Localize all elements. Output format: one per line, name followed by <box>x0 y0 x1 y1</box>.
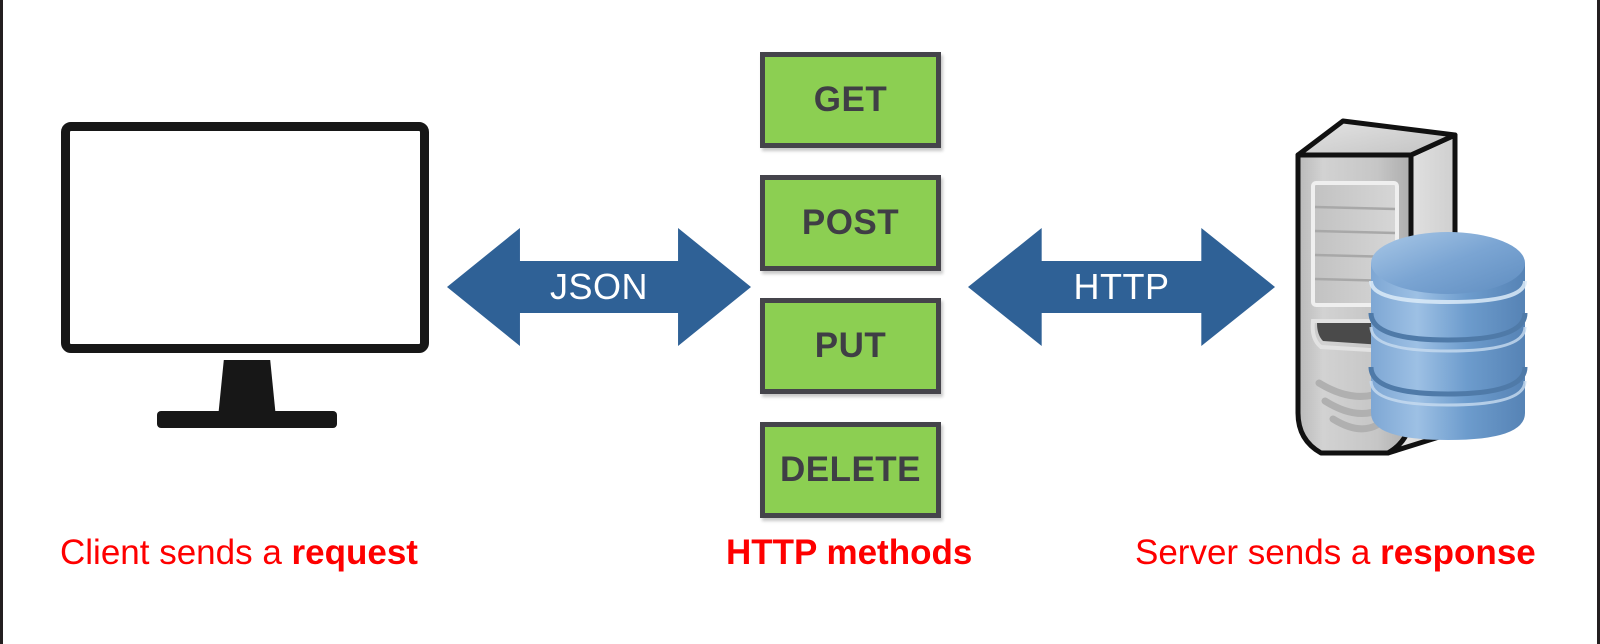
database-cylinder-icon <box>1368 232 1528 440</box>
monitor-stand-neck <box>218 360 276 418</box>
monitor-stand-base <box>157 411 337 428</box>
monitor-screen <box>61 122 429 353</box>
server-caption: Server sends a response <box>1135 535 1536 570</box>
method-label-post: POST <box>801 203 900 242</box>
json-arrow-label: JSON <box>549 266 648 307</box>
database-disk-divider-2 <box>1368 366 1528 397</box>
http-arrow-label: HTTP <box>1073 266 1170 307</box>
client-caption-emphasis: request <box>291 533 418 572</box>
server-icon-group <box>1243 95 1593 515</box>
server-caption-prefix: Server sends a <box>1135 533 1381 572</box>
computer-monitor-icon <box>61 122 433 428</box>
method-label-delete: DELETE <box>779 450 922 489</box>
database-disk-divider-1 <box>1368 312 1528 343</box>
method-label-put: PUT <box>814 326 887 365</box>
method-box-put[interactable]: PUT <box>760 298 941 394</box>
method-box-get[interactable]: GET <box>760 52 941 148</box>
server-caption-emphasis: response <box>1380 533 1536 572</box>
client-caption-prefix: Client sends a <box>60 533 292 572</box>
server-tower-icon <box>1295 118 1528 456</box>
server-top-panel <box>1295 118 1458 158</box>
database-disk-highlight-2 <box>1369 380 1527 407</box>
method-label-get: GET <box>813 80 888 119</box>
server-drive-slot <box>1317 323 1383 345</box>
http-double-arrow: HTTP <box>968 228 1275 346</box>
database-top <box>1371 232 1525 294</box>
method-box-post[interactable]: POST <box>760 175 941 271</box>
client-caption: Client sends a request <box>60 535 418 570</box>
database-top-highlight <box>1369 280 1527 305</box>
database-disk-highlight-1 <box>1369 326 1527 353</box>
methods-caption: HTTP methods <box>726 533 973 572</box>
json-double-arrow: JSON <box>447 228 751 346</box>
method-box-delete[interactable]: DELETE <box>760 422 941 518</box>
